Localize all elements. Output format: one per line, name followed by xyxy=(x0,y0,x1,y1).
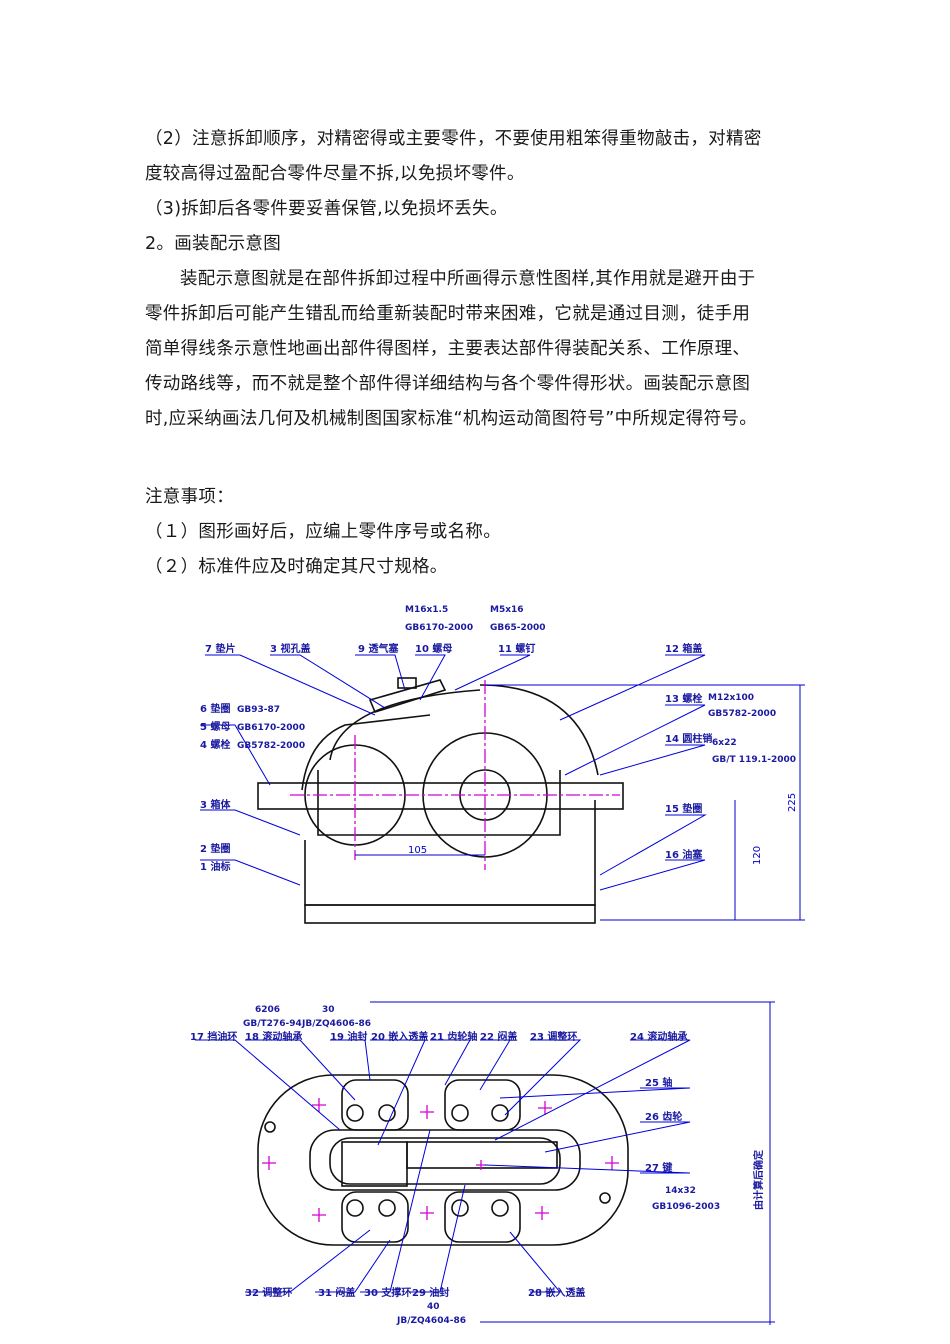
spec: JB/ZQ4604-86 xyxy=(396,1316,466,1326)
dim-120: 120 xyxy=(752,846,763,865)
label-15: 15 垫圈 xyxy=(665,802,702,815)
label-19: 19 油封 xyxy=(330,1030,367,1043)
label-11: 11 螺钉 xyxy=(498,642,535,655)
label-21: 21 齿轮轴 xyxy=(430,1030,477,1043)
label-23: 23 调整环 xyxy=(530,1030,577,1043)
text-line: 传动路线等，而不就是整个部件得详细结构与各个零件得形状。画装配示意图 xyxy=(145,374,751,394)
spec: M5x16 xyxy=(490,605,524,615)
label-14: 14 圆柱销 xyxy=(665,732,712,745)
dim-225: 225 xyxy=(787,793,798,812)
text-line: （3)拆卸后各零件要妥善保管,以免损坏丢失。 xyxy=(145,199,508,219)
spec: GB6170-2000 xyxy=(405,623,473,633)
notes-title: 注意事项： xyxy=(145,487,234,507)
spec: GB1096-2003 xyxy=(652,1202,720,1212)
note-item: （２）标准件应及时确定其尺寸规格。 xyxy=(145,557,448,577)
note-item: （１）图形画好后，应编上零件序号或名称。 xyxy=(145,522,501,542)
text-line: 零件拆卸后可能产生错乱而给重新装配时带来困难，它就是通过目测，徒手用 xyxy=(145,304,751,324)
section-heading: 2。画装配示意图 xyxy=(145,234,282,254)
spec: 6206 xyxy=(255,1005,280,1015)
label-3-box: 3 箱体 xyxy=(200,798,231,811)
label-16: 16 油塞 xyxy=(665,848,703,861)
spec: GB/T276-94 xyxy=(243,1019,302,1029)
gearbox-top-view-diagram xyxy=(257,1074,629,1246)
label-18: 18 滚动轴承 xyxy=(245,1030,302,1043)
label-24: 24 滚动轴承 xyxy=(630,1030,687,1043)
label-22: 22 闷盖 xyxy=(480,1030,517,1043)
text-line: 装配示意图就是在部件拆卸过程中所画得示意性图样,其作用就是避开由于 xyxy=(180,269,756,289)
spec: 6x22 xyxy=(712,738,737,748)
spec: 40 xyxy=(427,1302,440,1312)
label-12: 12 箱盖 xyxy=(665,642,702,655)
label-2: 2 垫圈 xyxy=(200,842,230,855)
label-9: 9 透气塞 xyxy=(358,642,399,655)
spec: 30 xyxy=(322,1005,335,1015)
label-27: 27 键 xyxy=(645,1161,673,1174)
spec: JB/ZQ4606-86 xyxy=(301,1019,371,1029)
label-3-cover: 3 视孔盖 xyxy=(270,642,310,655)
label-1: 1 油标 xyxy=(200,860,230,873)
label-13: 13 螺栓 xyxy=(665,692,702,705)
spec: GB93-87 xyxy=(237,705,280,715)
label-20: 20 嵌入透盖 xyxy=(371,1030,428,1043)
label-6: 6 垫圈 xyxy=(200,702,230,715)
label-5: 5 螺母 xyxy=(200,720,230,733)
label-31: 31 闷盖 xyxy=(318,1286,355,1299)
label-7: 7 垫片 xyxy=(205,642,235,655)
label-26: 26 齿轮 xyxy=(645,1110,682,1123)
text-line: 简单得线条示意性地画出部件得图样，主要表达部件得装配关系、工作原理、 xyxy=(145,339,751,359)
spec: GB5782-2000 xyxy=(237,741,305,751)
spec: 14x32 xyxy=(665,1186,696,1196)
text-block-1: （2）注意拆卸顺序，对精密得或主要零件，不要使用粗笨得重物敲击，对精密 度较高得… xyxy=(145,122,825,437)
notes-block: 注意事项： （１）图形画好后，应编上零件序号或名称。 （２）标准件应及时确定其尺… xyxy=(145,480,825,585)
label-32: 32 调整环 xyxy=(245,1286,292,1299)
text-line: 时,应采纳画法几何及机械制图国家标准“机构运动简图符号”中所规定得符号。 xyxy=(145,409,757,429)
spec: M12x100 xyxy=(708,693,754,703)
text-line: 度较高得过盈配合零件尽量不拆,以免损坏零件。 xyxy=(145,164,525,184)
spec: GB65-2000 xyxy=(490,623,546,633)
spec: M16x1.5 xyxy=(405,605,448,615)
spec: GB6170-2000 xyxy=(237,723,305,733)
spec: GB5782-2000 xyxy=(708,709,776,719)
dim-105: 105 xyxy=(408,845,427,856)
label-25: 25 轴 xyxy=(645,1076,672,1089)
label-30: 30 支撑环 xyxy=(364,1286,411,1299)
label-29: 29 油封 xyxy=(412,1286,449,1299)
text-line: （2）注意拆卸顺序，对精密得或主要零件，不要使用粗笨得重物敲击，对精密 xyxy=(145,129,762,149)
label-28: 28 嵌入透盖 xyxy=(528,1286,585,1299)
label-4: 4 螺栓 xyxy=(200,738,230,751)
label-17: 17 挡油环 xyxy=(190,1030,237,1043)
label-10: 10 螺母 xyxy=(415,642,452,655)
vertical-note: 由计算后确定 xyxy=(752,1150,765,1210)
spec: GB/T 119.1-2000 xyxy=(712,755,796,765)
